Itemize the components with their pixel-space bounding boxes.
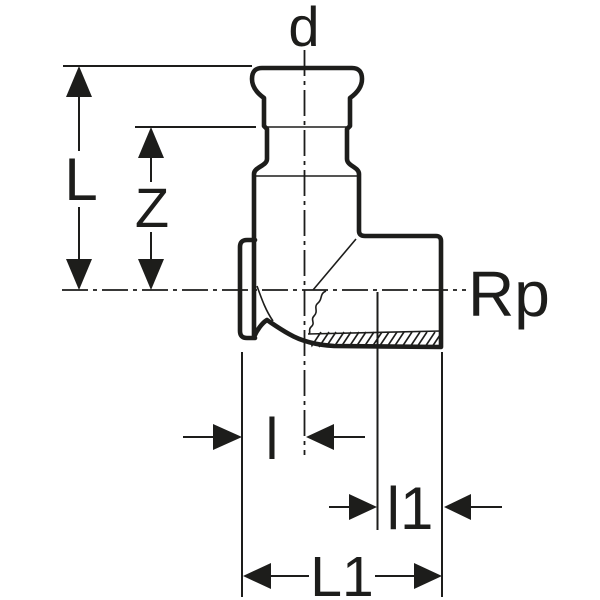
fitting-outline: [249, 65, 444, 350]
arrowhead-right: [414, 563, 442, 589]
dimension-L1: L1: [243, 545, 442, 600]
arrowhead-left: [306, 424, 334, 450]
arrowhead-down: [66, 259, 92, 290]
dimension-Z-label: Z: [135, 176, 169, 239]
dimension-l1-label: l1: [387, 475, 434, 542]
arrowhead-up: [138, 127, 164, 158]
arrowhead-up: [66, 66, 92, 97]
centerlines: [62, 50, 466, 455]
dimension-l: l: [183, 407, 365, 472]
arrowhead-left: [444, 494, 471, 520]
arrowhead-down: [138, 259, 164, 290]
dimension-L1-label: L1: [310, 545, 373, 600]
dimension-d-label: d: [288, 0, 319, 58]
dimension-L: L: [64, 66, 98, 290]
dimension-l1: l1: [329, 475, 502, 542]
arrowhead-right: [213, 424, 242, 450]
dimension-L-label: L: [64, 146, 97, 213]
arrowhead-right: [349, 494, 377, 520]
bore-diagonal-line: [312, 238, 357, 291]
dimension-l-label: l: [266, 407, 279, 472]
dimension-Z: Z: [135, 127, 169, 290]
fitting: [237, 65, 444, 350]
extension-lines: [63, 65, 443, 597]
flange: [237, 237, 258, 341]
break-line: [308, 290, 327, 335]
bend-inner-line: [256, 285, 274, 322]
thread-Rp-label: Rp: [468, 258, 550, 330]
arrowhead-left: [243, 563, 271, 589]
